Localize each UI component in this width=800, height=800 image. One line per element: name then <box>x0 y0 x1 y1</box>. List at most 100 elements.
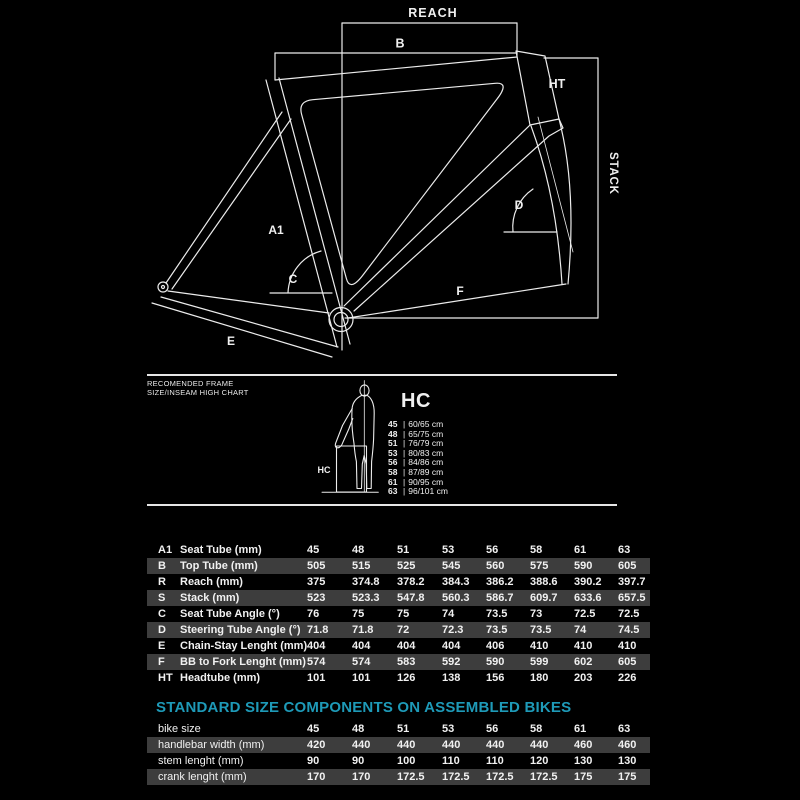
cell: 440 <box>352 739 371 751</box>
row-label: Headtube (mm) <box>180 672 261 684</box>
main-triangle-inner-outline <box>300 82 504 286</box>
cell: 545 <box>442 560 461 572</box>
row-label: BB to Fork Lenght (mm) <box>180 656 306 668</box>
cell: 560 <box>486 560 505 572</box>
cell: 58 <box>530 723 543 735</box>
cell: 130 <box>574 755 593 767</box>
cell: 175 <box>618 771 637 783</box>
row-code: E <box>158 640 166 652</box>
size-value: 48 <box>388 428 398 439</box>
cell: 63 <box>618 723 631 735</box>
size-value: 51 <box>388 438 398 449</box>
list-item: 51 |76/79 cm <box>388 439 448 449</box>
cell: 53 <box>442 723 455 735</box>
cell: 583 <box>397 656 416 668</box>
cell: 71.8 <box>307 624 329 636</box>
chain-stay-upper-edge <box>167 290 330 314</box>
cell: 410 <box>618 640 637 652</box>
cell: 440 <box>442 739 461 751</box>
chainstay-dimension-line <box>151 302 333 358</box>
size-chart-heading-line2: SIZE/INSEAM HIGH CHART <box>147 388 249 397</box>
size-chart-heading-line1: RECOMENDED FRAME <box>147 379 234 388</box>
cell: 404 <box>442 640 461 652</box>
row-label: crank lenght (mm) <box>158 771 247 783</box>
cell: 100 <box>397 755 416 767</box>
cell: 599 <box>530 656 549 668</box>
row-code: B <box>158 560 166 572</box>
cell: 73.5 <box>486 624 508 636</box>
label-reach: REACH <box>408 6 457 20</box>
cell: 74 <box>442 608 455 620</box>
row-label: Chain-Stay Lenght (mm) <box>180 640 308 652</box>
cell: 602 <box>574 656 593 668</box>
cell: 71.8 <box>352 624 374 636</box>
separator: | <box>403 466 406 477</box>
inseam-range: 76/79 cm <box>408 438 444 449</box>
cell: 515 <box>352 560 371 572</box>
cell: 45 <box>307 544 320 556</box>
row-code: D <box>158 624 166 636</box>
row-label: Steering Tube Angle (°) <box>180 624 301 636</box>
inseam-range: 65/75 cm <box>408 428 444 439</box>
label-chain-stay-e: E <box>227 334 235 348</box>
list-item: 53|80/83 cm <box>388 447 448 459</box>
cell: 58 <box>530 544 543 556</box>
components-heading: STANDARD SIZE COMPONENTS ON ASSEMBLED BI… <box>156 699 572 716</box>
fork-outer-edge <box>558 118 572 285</box>
list-item: 56|84/86 cm <box>388 458 448 468</box>
label-seat-tube-a1: A1 <box>268 223 284 237</box>
figure-hc-label: HC <box>318 465 331 475</box>
cell: 48 <box>352 544 365 556</box>
cell: 410 <box>574 640 593 652</box>
row-label: handlebar width (mm) <box>158 739 265 751</box>
cell: 657.5 <box>618 592 646 604</box>
inseam-range: 60/65 cm <box>408 419 444 429</box>
cell: 170 <box>352 771 371 783</box>
cell: 45 <box>307 723 320 735</box>
cell: 170 <box>307 771 326 783</box>
bottom-bracket-inner <box>333 311 349 328</box>
cell: 386.2 <box>486 576 514 588</box>
list-item: 61|90/95 cm <box>388 476 448 488</box>
row-label: Reach (mm) <box>180 576 243 588</box>
cell: 440 <box>530 739 549 751</box>
cell: 75 <box>352 608 365 620</box>
cell: 63 <box>618 544 631 556</box>
cell: 72.5 <box>618 608 640 620</box>
row-label: bike size <box>158 723 201 735</box>
cell: 605 <box>618 560 637 572</box>
inseam-range: 84/86 cm <box>408 457 444 468</box>
size-value: 58 <box>388 466 398 477</box>
inseam-range: 90/95 cm <box>408 476 444 487</box>
inseam-range: 80/83 cm <box>408 447 444 458</box>
cell: 73.5 <box>486 608 508 620</box>
steering-axis-line <box>537 116 574 253</box>
cell: 126 <box>397 672 416 684</box>
separator-line-top <box>147 374 617 376</box>
cell: 404 <box>397 640 416 652</box>
cell: 592 <box>442 656 461 668</box>
cell: 73 <box>530 608 543 620</box>
frame-geometry-diagram: REACH B HT STACK A1 C D E F <box>151 6 619 358</box>
row-label: Seat Tube Angle (°) <box>180 608 280 620</box>
cell: 420 <box>307 739 326 751</box>
cell: 48 <box>352 723 365 735</box>
seat-angle-arc <box>287 250 322 294</box>
cell: 397.7 <box>618 576 646 588</box>
row-label: stem lenght (mm) <box>158 755 244 767</box>
cell: 440 <box>397 739 416 751</box>
cell: 525 <box>397 560 416 572</box>
row-code: S <box>158 592 166 604</box>
seat-tube-right-edge <box>278 77 351 345</box>
row-code: F <box>158 656 165 668</box>
cell: 375 <box>307 576 326 588</box>
separator: | <box>403 438 406 449</box>
cell: 56 <box>486 544 499 556</box>
